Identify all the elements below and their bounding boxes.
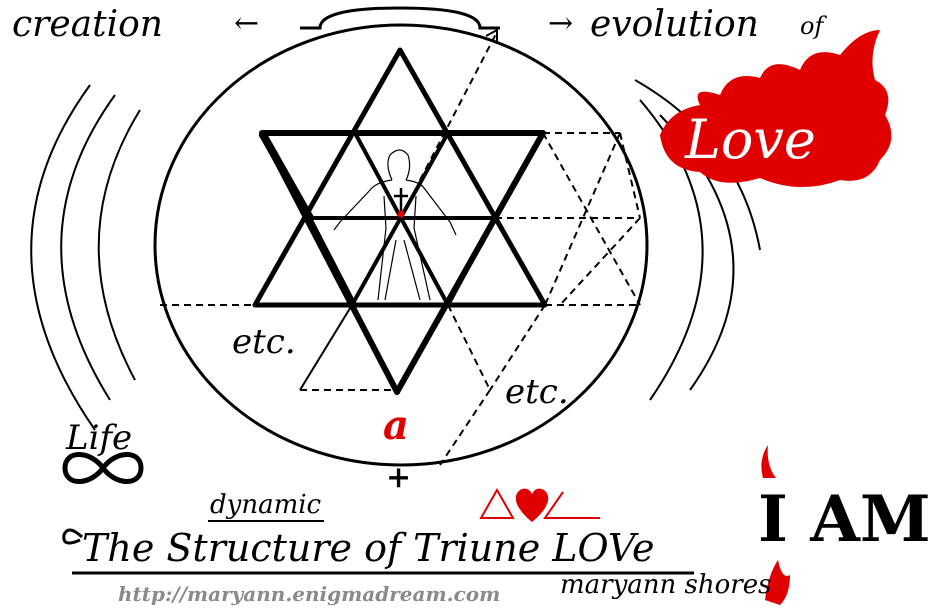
top-loop bbox=[300, 6, 500, 30]
flame-top bbox=[761, 445, 776, 478]
left-arcs bbox=[30, 84, 141, 431]
life-label: Life bbox=[66, 418, 133, 458]
of-label: of bbox=[800, 12, 824, 40]
dynamic-label: dynamic bbox=[210, 490, 322, 520]
arrowhead bbox=[485, 28, 498, 43]
heart-point bbox=[397, 210, 405, 218]
title-swirl bbox=[62, 528, 84, 545]
right-arrow: → bbox=[548, 6, 574, 41]
etc-left-label: etc. bbox=[232, 322, 296, 362]
love-label: Love bbox=[685, 108, 816, 171]
dashed-extensions bbox=[160, 31, 641, 466]
main-title: The Structure of Triune LOVe bbox=[82, 526, 655, 570]
triangle-heart-symbol bbox=[479, 487, 600, 522]
evolution-label: evolution bbox=[590, 4, 759, 45]
i-am-label: I AM bbox=[758, 482, 931, 557]
infinity-icon bbox=[62, 452, 144, 484]
left-arrow: ← bbox=[234, 6, 260, 41]
love-flame bbox=[660, 30, 892, 188]
author-label: maryann shores bbox=[560, 570, 772, 600]
a-label: a bbox=[383, 402, 409, 449]
cross-icon bbox=[394, 188, 408, 212]
creation-label: creation bbox=[12, 4, 163, 45]
human-figure-icon bbox=[333, 149, 457, 301]
plus-sign: + bbox=[386, 460, 412, 495]
url-link[interactable]: http://maryann.enigmadream.com bbox=[118, 582, 501, 606]
flame-bottom bbox=[765, 560, 790, 605]
outer-circle bbox=[153, 23, 649, 467]
star-hexagram bbox=[252, 47, 548, 395]
etc-right-label: etc. bbox=[505, 372, 569, 412]
